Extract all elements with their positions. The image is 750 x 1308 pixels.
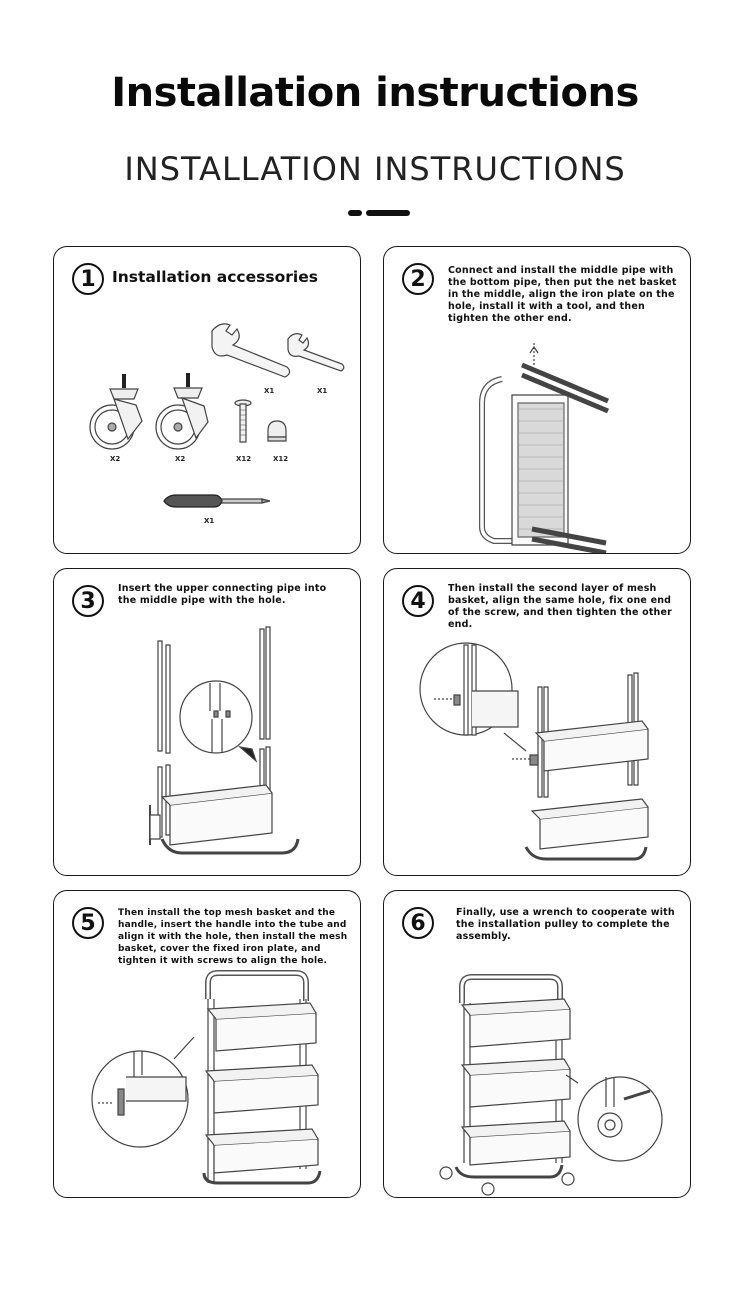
- page-subtitle: INSTALLATION INSTRUCTIONS: [0, 150, 750, 188]
- divider-dot: [348, 210, 362, 216]
- step-1-panel: 1 Installation accessories: [53, 246, 361, 554]
- step-2-illustration: [384, 247, 691, 554]
- accessories-illustration: [54, 247, 361, 554]
- step-6-illustration: [384, 891, 691, 1198]
- qty-label: X1: [317, 387, 327, 395]
- step-4-illustration: [384, 569, 691, 876]
- qty-label: X2: [110, 455, 120, 463]
- step-2-panel: 2 Connect and install the middle pipe wi…: [383, 246, 691, 554]
- caster-wheel-brake-icon: [156, 373, 208, 449]
- qty-label: X2: [175, 455, 185, 463]
- divider-bar: [366, 210, 410, 216]
- qty-label: X12: [273, 455, 288, 463]
- qty-label: X1: [264, 387, 274, 395]
- qty-label: X12: [236, 455, 251, 463]
- qty-label: X1: [204, 517, 214, 525]
- step-5-illustration: [54, 891, 361, 1198]
- wrench-small-icon: [288, 334, 344, 371]
- step-5-panel: 5 Then install the top mesh basket and t…: [53, 890, 361, 1198]
- screw-icon: [235, 400, 251, 442]
- step-3-illustration: [54, 569, 361, 876]
- nut-icon: [268, 421, 286, 441]
- step-6-panel: 6 Finally, use a wrench to cooperate wit…: [383, 890, 691, 1198]
- screwdriver-icon: [164, 495, 270, 507]
- step-4-panel: 4 Then install the second layer of mesh …: [383, 568, 691, 876]
- caster-wheel-icon: [90, 374, 142, 449]
- page-title: Installation instructions: [0, 70, 750, 116]
- wrench-large-icon: [212, 324, 290, 377]
- step-3-panel: 3 Insert the upper connecting pipe into …: [53, 568, 361, 876]
